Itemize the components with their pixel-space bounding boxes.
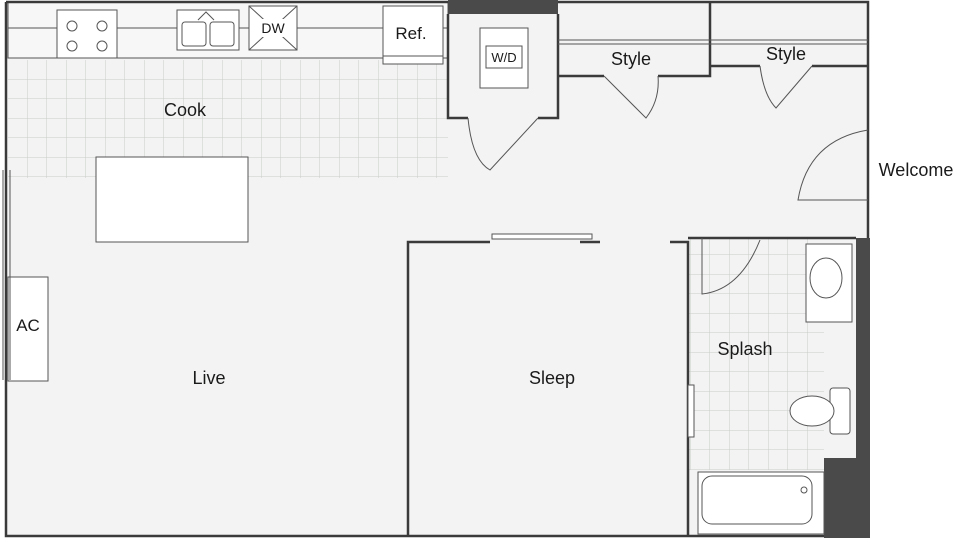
room-label-splash: Splash <box>717 339 772 359</box>
dark-wall-top <box>448 0 558 14</box>
room-label-welcome: Welcome <box>879 160 954 180</box>
sink-icon <box>176 9 240 51</box>
washer-dryer-icon <box>479 27 529 89</box>
room-label-sleep: Sleep <box>529 368 575 388</box>
bathtub-icon <box>697 471 825 535</box>
dark-wall-corner <box>824 458 870 538</box>
room-label-style-left: Style <box>611 49 651 69</box>
ac-unit <box>7 276 49 382</box>
bath-tile-floor <box>688 238 824 470</box>
kitchen-island <box>95 156 249 243</box>
room-label-live: Live <box>192 368 225 388</box>
dark-wall-right <box>856 238 870 458</box>
washer-dryer-label: W/D <box>491 50 516 65</box>
ac-label: AC <box>16 316 40 335</box>
refrigerator-label: Ref. <box>395 24 426 43</box>
stove-icon <box>56 9 118 59</box>
bathroom-sink-icon <box>805 243 853 323</box>
room-label-cook: Cook <box>164 100 207 120</box>
room-label-style-right: Style <box>766 44 806 64</box>
toilet-icon <box>789 387 851 435</box>
dishwasher-icon <box>248 5 298 51</box>
refrigerator-icon <box>382 5 444 65</box>
dishwasher-label: DW <box>261 20 285 36</box>
